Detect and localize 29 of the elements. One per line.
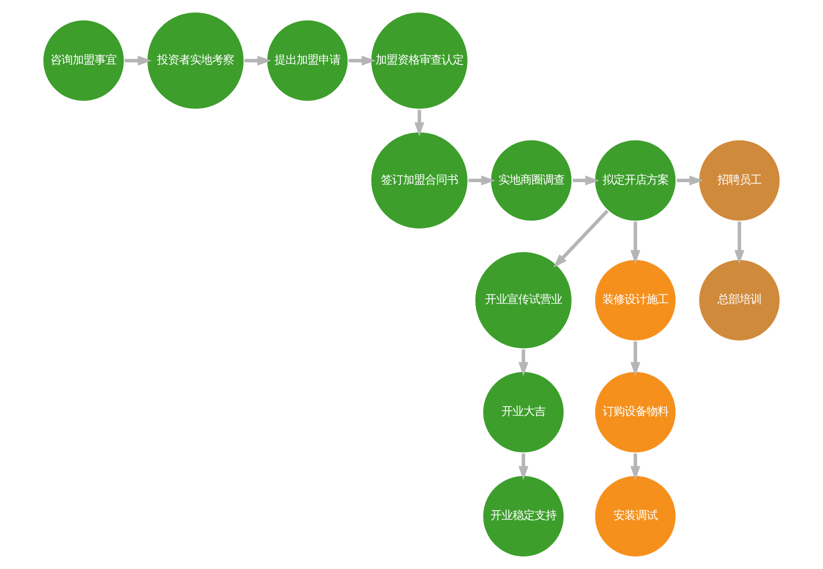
node-circle: 签订加盟合同书 — [370, 130, 470, 230]
arrow — [734, 222, 744, 264]
arrow — [348, 56, 376, 66]
arrow — [244, 56, 272, 66]
arrow — [630, 342, 640, 376]
arrow — [124, 56, 152, 66]
node-circle: 订购设备物料 — [593, 370, 678, 454]
node-circle: 开业稳定支持 — [481, 474, 566, 558]
arrow — [676, 176, 704, 186]
arrow — [630, 222, 640, 264]
node-circle: 投资者实地考察 — [146, 10, 246, 110]
arrow — [468, 176, 496, 186]
arrow — [414, 110, 424, 136]
node-circle: 实地商圈调查 — [489, 138, 574, 222]
node-circle: 安装调试 — [593, 474, 678, 558]
arrow — [572, 176, 600, 186]
node-circle: 开业大吉 — [481, 370, 566, 454]
node-circle: 拟定开店方案 — [593, 138, 678, 222]
node-circle: 咨询加盟事宜 — [42, 18, 126, 103]
arrow — [630, 453, 640, 480]
node-circle: 加盟资格审查认定 — [370, 10, 470, 110]
node-circle: 开业宣传试营业 — [474, 250, 574, 350]
arrow — [518, 349, 528, 376]
node-circle: 招聘员工 — [697, 138, 782, 222]
arrow — [518, 453, 528, 480]
arrow — [553, 210, 609, 268]
node-circle: 总部培训 — [697, 258, 782, 342]
node-circle: 装修设计施工 — [593, 258, 678, 342]
node-circle: 提出加盟申请 — [265, 18, 350, 103]
